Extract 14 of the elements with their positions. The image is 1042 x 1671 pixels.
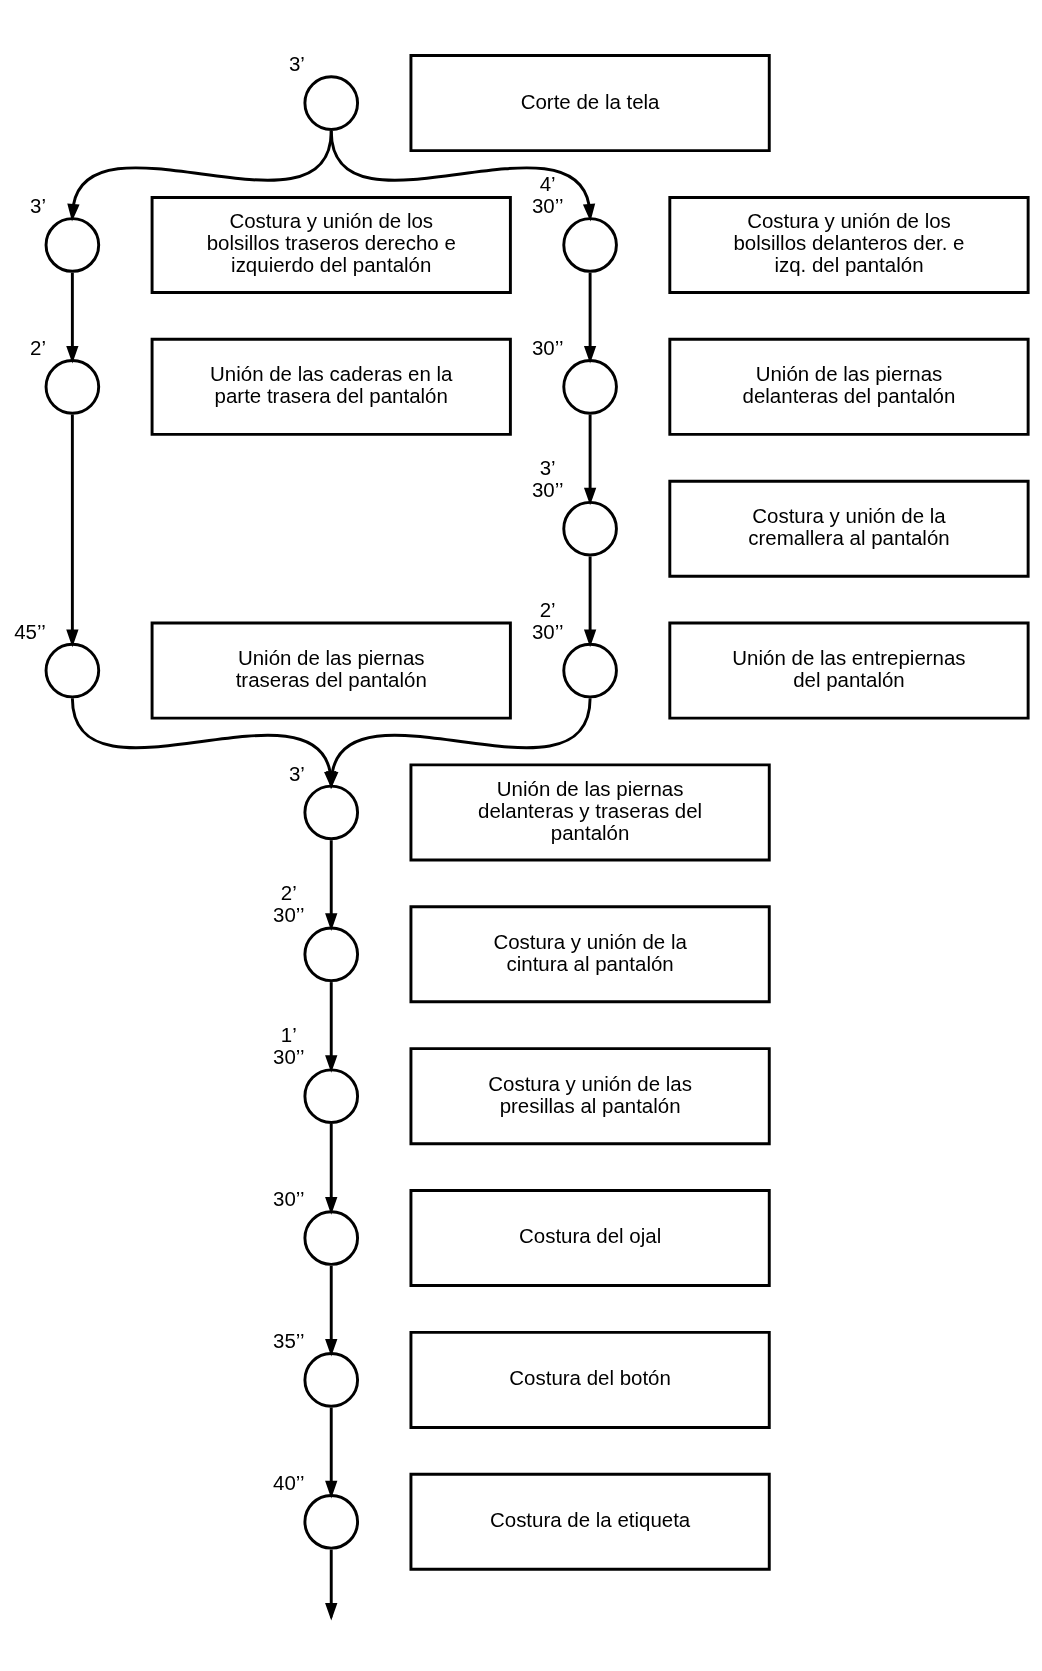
node-label: 30’’: [531, 335, 564, 359]
node-label: 3’: [30, 193, 46, 217]
node-label: 35’’: [273, 1328, 305, 1352]
node-label: 2’: [30, 335, 46, 359]
node-label: 3’: [288, 761, 305, 785]
node-label: 2’ 30’’: [273, 880, 305, 926]
node-label: 4’ 30’’: [531, 171, 564, 217]
node-label: 1’ 30’’: [273, 1022, 305, 1068]
node-label: 2’ 30’’: [531, 597, 564, 643]
node-label: 40’’: [273, 1470, 305, 1494]
node-label: 45’’: [14, 619, 46, 643]
node-label: 3’ 30’’: [531, 455, 564, 501]
node-label: 3’: [288, 51, 305, 75]
node-label: 30’’: [273, 1186, 305, 1210]
